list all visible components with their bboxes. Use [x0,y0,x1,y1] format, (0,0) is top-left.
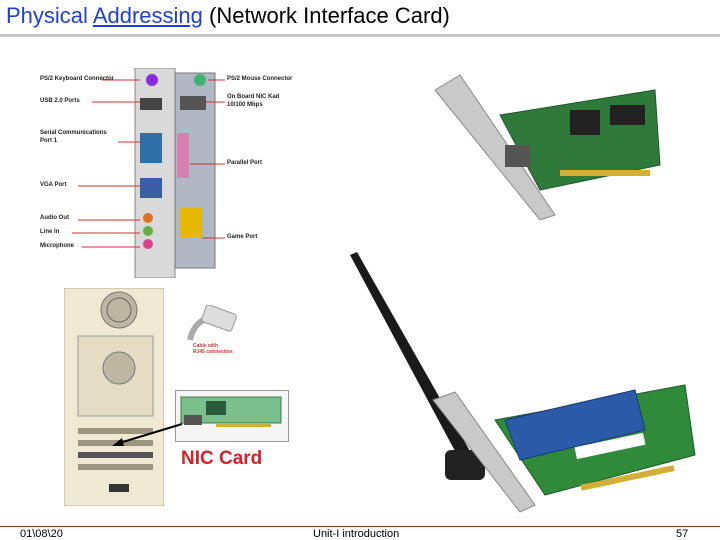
pc-tower-illustration [63,287,165,507]
cable-caption-line1: Cable with [193,343,219,349]
nic-card-inset [175,390,289,442]
title-physical: Physical [6,3,88,28]
footer-title: Unit-I introduction [313,528,400,540]
wireless-nic-photo [345,250,705,520]
title-divider [0,34,720,37]
cable-caption-line2: RJ45 connectios [193,349,233,355]
label-vga: VGA Port [40,182,67,188]
label-microphone: Microphone [40,243,74,249]
pci-nic-photo [430,70,670,221]
rj45-cable-illustration [187,304,237,341]
label-game-port: Game Port [227,234,258,240]
wireless-nic-illustration [350,252,696,513]
label-serial: Serial Communications [40,130,107,136]
label-usb: USB 2.0 Ports [40,98,80,104]
footer-divider [0,526,720,527]
pci-nic-illustration [434,74,661,221]
label-onboard-nic-speed: 10/100 Mbps [227,102,263,108]
label-line-in: Line In [40,229,60,235]
title-nic: (Network Interface Card) [209,3,450,28]
label-ps2-mouse: PS/2 Mouse Connector [227,76,293,82]
pc-tower-photo [63,287,165,507]
label-parallel: Parallel Port [227,160,263,166]
nic-card-inset-illustration [180,396,282,427]
label-onboard-nic: On Board NIC Kad [227,94,280,100]
nic-arrow [112,423,183,446]
label-audio-out: Audio Out [40,215,69,221]
rj45-cable-photo: Cable with RJ45 connectios [185,304,255,365]
nic-card-label: NIC Card [181,448,263,469]
label-serial-port: Port 1 [40,138,58,144]
slide-title: Physical Addressing (Network Interface C… [6,3,450,29]
page-number: 57 [676,528,689,540]
back-panel-illustration [72,67,225,279]
label-ps2-keyboard: PS/2 Keyboard Connector [40,76,115,82]
back-panel-diagram: PS/2 Keyboard Connector USB 2.0 Ports Se… [40,67,330,279]
footer-date: 01\08\20 [20,528,63,540]
title-addressing: Addressing [92,3,203,28]
